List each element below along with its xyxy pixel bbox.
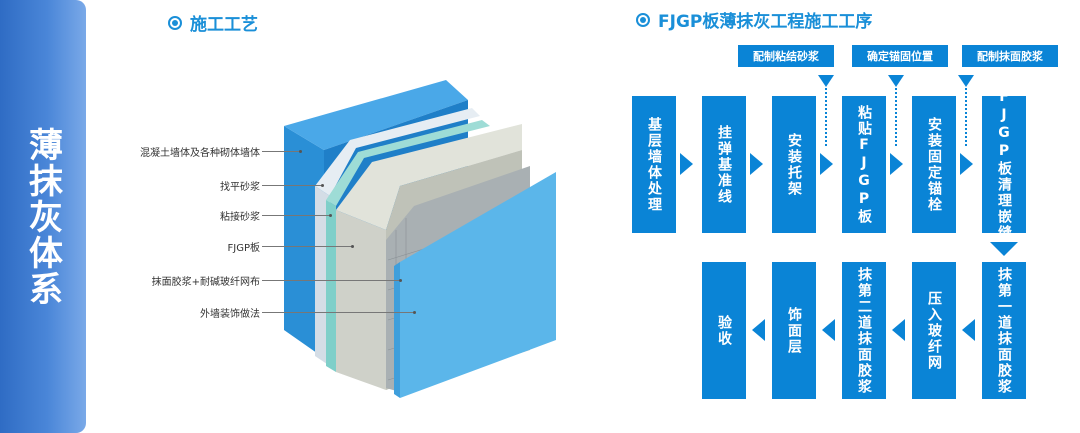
dotted-connector: [825, 88, 827, 146]
prep-tag: 配制粘结砂浆: [738, 45, 834, 67]
layer-label: 找平砂浆: [220, 182, 260, 193]
wall-layer-diagram: [284, 80, 556, 398]
dotted-connector: [965, 88, 967, 146]
right-arrow-icon: [680, 153, 693, 175]
prep-tag: 确定锚固位置: [852, 45, 948, 67]
left-arrow-icon: [892, 319, 905, 341]
leader-line: [262, 246, 352, 247]
layer-label: 抹面胶浆+耐碱玻纤网布: [151, 277, 260, 288]
layer-label: 粘接砂浆: [220, 212, 260, 223]
sidebar-banner: 薄抹灰体系: [0, 0, 86, 433]
sidebar-title: 薄抹灰体系: [22, 126, 63, 307]
right-arrow-icon: [820, 153, 833, 175]
process-step: 粘贴FJGP板: [842, 96, 886, 233]
left-arrow-icon: [962, 319, 975, 341]
process-step: FJGP板清理嵌缝: [982, 89, 1026, 241]
layer-label: 混凝土墙体及各种砌体墙体: [140, 148, 260, 159]
leader-line: [262, 185, 322, 186]
process-step: 挂弹基准线: [702, 96, 746, 233]
process-step: 饰面层: [772, 262, 816, 399]
fjgp-board-top: [336, 124, 522, 230]
leader-dot: [351, 245, 354, 248]
process-heading-text: FJGP板薄抹灰工程施工工序: [658, 12, 873, 32]
base-wall-front: [284, 126, 324, 358]
left-arrow-icon: [752, 319, 765, 341]
leveling-top: [315, 108, 480, 196]
right-arrow-icon: [890, 153, 903, 175]
circle-bullet-icon: [168, 15, 182, 30]
finish-edge: [394, 262, 400, 398]
leader-dot: [413, 311, 416, 314]
process-heading: FJGP板薄抹灰工程施工工序: [636, 7, 872, 32]
dotted-connector: [895, 88, 897, 146]
fjgp-board-front: [336, 210, 386, 390]
construction-heading-text: 施工工艺: [190, 15, 258, 35]
leader-dot: [321, 184, 324, 187]
finish-layer: [400, 172, 556, 398]
adhesive-top: [326, 120, 490, 206]
construction-heading: 施工工艺: [168, 10, 258, 35]
base-wall-top: [284, 80, 468, 150]
leader-line: [262, 151, 300, 152]
left-arrow-icon: [822, 319, 835, 341]
leader-dot: [299, 150, 302, 153]
leader-dot: [329, 214, 332, 217]
right-arrow-icon: [960, 153, 973, 175]
leader-dot: [399, 279, 402, 282]
down-arrow-icon: [958, 75, 974, 87]
process-step: 安装托架: [772, 96, 816, 233]
process-step: 压入玻纤网: [912, 262, 956, 399]
down-arrow-icon: [888, 75, 904, 87]
down-arrow-icon: [818, 75, 834, 87]
prep-tag: 配制抹面胶浆: [962, 45, 1058, 67]
process-step: 验收: [702, 262, 746, 399]
leader-line: [262, 215, 330, 216]
process-step: 抹第二道抹面胶浆: [842, 262, 886, 399]
process-step: 安装固定锚栓: [912, 96, 956, 233]
layer-label: FJGP板: [227, 243, 260, 254]
down-arrow-icon: [990, 242, 1018, 256]
leader-line: [262, 280, 400, 281]
right-arrow-icon: [750, 153, 763, 175]
layer-label: 外墙装饰做法: [200, 309, 260, 320]
process-step: 抹第一道抹面胶浆: [982, 262, 1026, 399]
circle-bullet-icon: [636, 12, 650, 27]
process-step: 基层墙体处理: [632, 96, 676, 233]
leader-line: [262, 312, 414, 313]
adhesive-layer: [326, 200, 336, 372]
